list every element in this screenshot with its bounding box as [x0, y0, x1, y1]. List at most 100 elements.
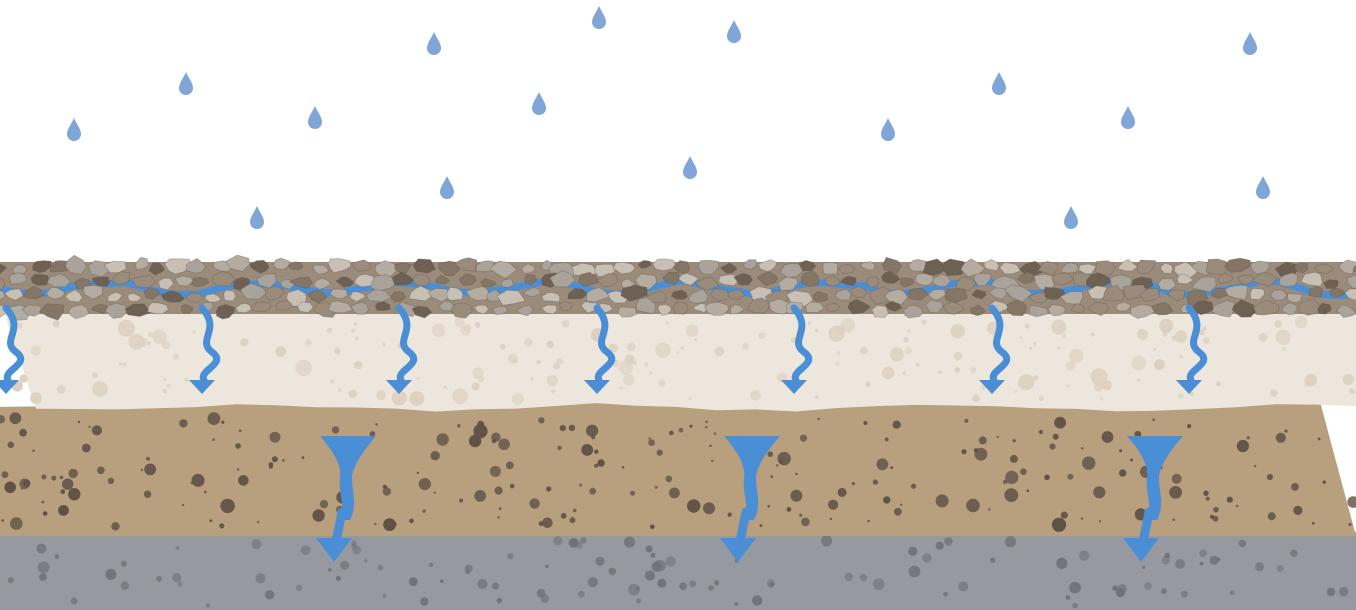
soil-particle: [1268, 512, 1276, 520]
sand-grain: [954, 352, 963, 361]
bedrock-pebble: [364, 559, 367, 562]
soil-particle: [1044, 475, 1050, 481]
bedrock-pebble: [576, 542, 583, 549]
bedrock-pebble: [71, 598, 78, 605]
sand-grain: [1295, 316, 1308, 329]
bedrock-pebble: [1327, 588, 1336, 597]
soil-particle: [1027, 490, 1030, 493]
soil-particle: [1318, 438, 1321, 441]
soil-particle: [10, 517, 23, 530]
sand-grain: [512, 393, 524, 405]
soil-particle: [885, 438, 889, 442]
sand-grain: [472, 383, 480, 391]
soil-particle: [1119, 449, 1122, 452]
sand-grain: [275, 346, 286, 357]
bedrock-pebble: [609, 568, 616, 575]
soil-particle: [589, 488, 596, 495]
soil-particle: [974, 448, 978, 452]
deep-flow-connector: [740, 512, 746, 542]
sand-grain: [334, 348, 340, 354]
soil-particle: [108, 478, 114, 484]
soil-particle: [42, 501, 45, 504]
sand-grain: [837, 326, 845, 334]
sand-grain: [30, 345, 41, 356]
bedrock-pebble: [1162, 556, 1170, 564]
soil-particle: [82, 444, 91, 453]
sand-grain: [627, 342, 636, 351]
soil-particle: [1203, 491, 1208, 496]
bedrock-pebble: [296, 585, 302, 591]
soil-particle: [669, 488, 680, 499]
bedrock-pebble: [1079, 550, 1089, 560]
gravel-stone: [823, 262, 838, 274]
soil-particle: [1206, 497, 1210, 501]
sand-grain: [57, 385, 66, 394]
soil-particle: [690, 425, 693, 428]
soil-particle: [705, 426, 707, 428]
soil-particle: [529, 498, 539, 508]
bedrock-pebble: [545, 565, 548, 568]
bedrock-pebble: [665, 556, 676, 567]
bedrock-pebble: [708, 585, 714, 591]
soil-particle: [144, 491, 151, 498]
soil-particle: [669, 431, 674, 436]
soil-particle: [988, 508, 990, 510]
bedrock-pebble: [1142, 566, 1145, 569]
sand-grain: [1178, 393, 1184, 399]
sand-grain: [118, 320, 135, 337]
sand-grain: [1091, 332, 1095, 336]
soil-particle: [1004, 488, 1018, 502]
sand-grain: [524, 338, 533, 347]
sand-grain: [163, 378, 166, 381]
sand-grain: [1203, 337, 1209, 343]
sand-grain: [1039, 396, 1044, 401]
sand-grain: [152, 330, 166, 344]
soil-particle: [97, 467, 105, 475]
sand-grain: [184, 378, 189, 383]
sand-grain: [147, 342, 150, 345]
soil-particle: [320, 500, 328, 508]
soil-particle: [1054, 417, 1066, 429]
sand-grain: [1162, 332, 1167, 337]
sand-grain: [30, 392, 42, 404]
soil-particle: [457, 424, 461, 428]
soil-particle: [270, 432, 281, 443]
bedrock-pebble: [767, 579, 775, 587]
bedrock-pebble: [340, 561, 349, 570]
sand-grain: [452, 388, 468, 404]
bedrock-pebble: [553, 536, 562, 545]
soil-particle: [1349, 523, 1352, 526]
sand-grain: [92, 381, 108, 397]
soil-particle: [711, 460, 713, 462]
soil-particle: [560, 425, 566, 431]
soil-particle: [799, 514, 802, 517]
sand-grain: [192, 330, 195, 333]
soil-particle: [43, 511, 48, 516]
sand-grain: [1203, 327, 1207, 331]
bedrock-pebble: [588, 577, 598, 587]
sand-grain: [750, 390, 760, 400]
soil-particle: [41, 474, 46, 479]
sand-grain: [500, 344, 506, 350]
sand-grain: [620, 387, 623, 390]
bedrock-pebble: [936, 542, 944, 550]
sand-grain: [53, 320, 60, 327]
soil-particle: [1119, 469, 1126, 476]
soil-particle: [591, 435, 595, 439]
bedrock-pebble: [628, 584, 640, 596]
sand-grain: [537, 360, 541, 364]
soil-particle: [569, 517, 575, 523]
soil-particle: [759, 524, 762, 527]
soil-particle: [579, 484, 582, 487]
bedrock-pebble: [873, 578, 885, 590]
soil-particle: [911, 484, 916, 489]
bedrock-pebble: [1239, 540, 1246, 547]
soil-particle: [1213, 507, 1219, 513]
soil-particle: [1312, 522, 1315, 525]
soil-particle: [1187, 424, 1191, 428]
bedrock-pebble: [1066, 595, 1071, 600]
soil-particle: [542, 518, 553, 529]
bedrock-pebble: [657, 579, 666, 588]
soil-particle: [1082, 456, 1095, 469]
soil-particle: [510, 484, 515, 489]
